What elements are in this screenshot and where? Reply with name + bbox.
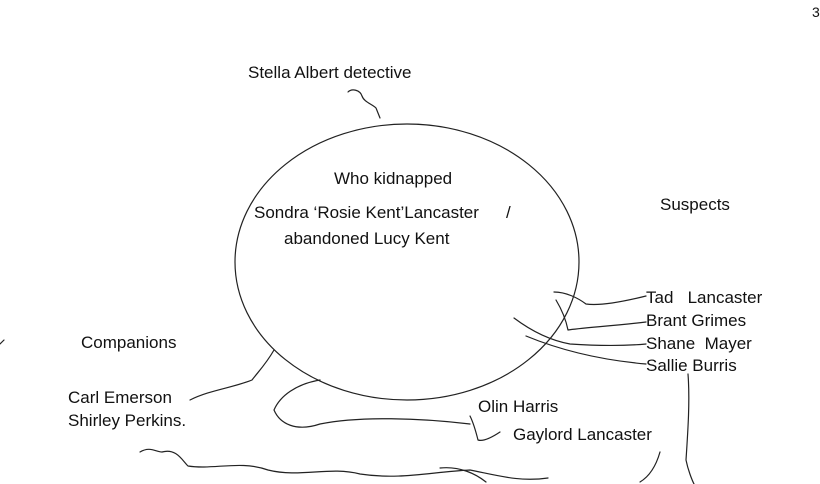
center-separator: / xyxy=(506,203,511,222)
central-circle xyxy=(234,123,580,401)
bottom-squiggle xyxy=(139,448,549,480)
companion-connector xyxy=(189,349,275,401)
suspect-connector-sallie xyxy=(525,335,647,365)
detective-label: Stella Albert detective xyxy=(248,63,412,82)
gaylord-connector xyxy=(639,451,661,483)
other-olin: Olin Harris xyxy=(478,397,559,416)
left-edge-mark xyxy=(0,339,5,345)
sallie-drop-line xyxy=(685,373,695,484)
suspect-connector-brant xyxy=(555,299,647,331)
other-gaylord: Gaylord Lancaster xyxy=(513,425,652,444)
center-question-line2: Sondra ‘Rosie Kent’Lancaster xyxy=(254,203,479,222)
bottom-hook xyxy=(439,467,487,483)
corner-mark: 3 xyxy=(812,4,820,20)
center-question-line1: Who kidnapped xyxy=(334,169,453,188)
detective-connector xyxy=(347,89,381,119)
companions-heading: Companions xyxy=(81,333,177,352)
suspect-connector-tad xyxy=(553,291,647,306)
suspect-tad: Tad Lancaster xyxy=(646,288,763,307)
center-question-line3: abandoned Lucy Kent xyxy=(284,229,450,248)
suspect-brant: Brant Grimes xyxy=(646,311,747,330)
suspect-shane: Shane Mayer xyxy=(646,334,752,353)
suspect-sallie: Sallie Burris xyxy=(646,356,737,375)
companion-carl: Carl Emerson xyxy=(68,388,172,407)
suspect-connector-shane xyxy=(513,317,647,347)
companion-shirley: Shirley Perkins. xyxy=(68,411,187,430)
suspects-heading: Suspects xyxy=(660,195,730,214)
olin-connector xyxy=(469,415,501,441)
companions-loop xyxy=(273,379,471,428)
